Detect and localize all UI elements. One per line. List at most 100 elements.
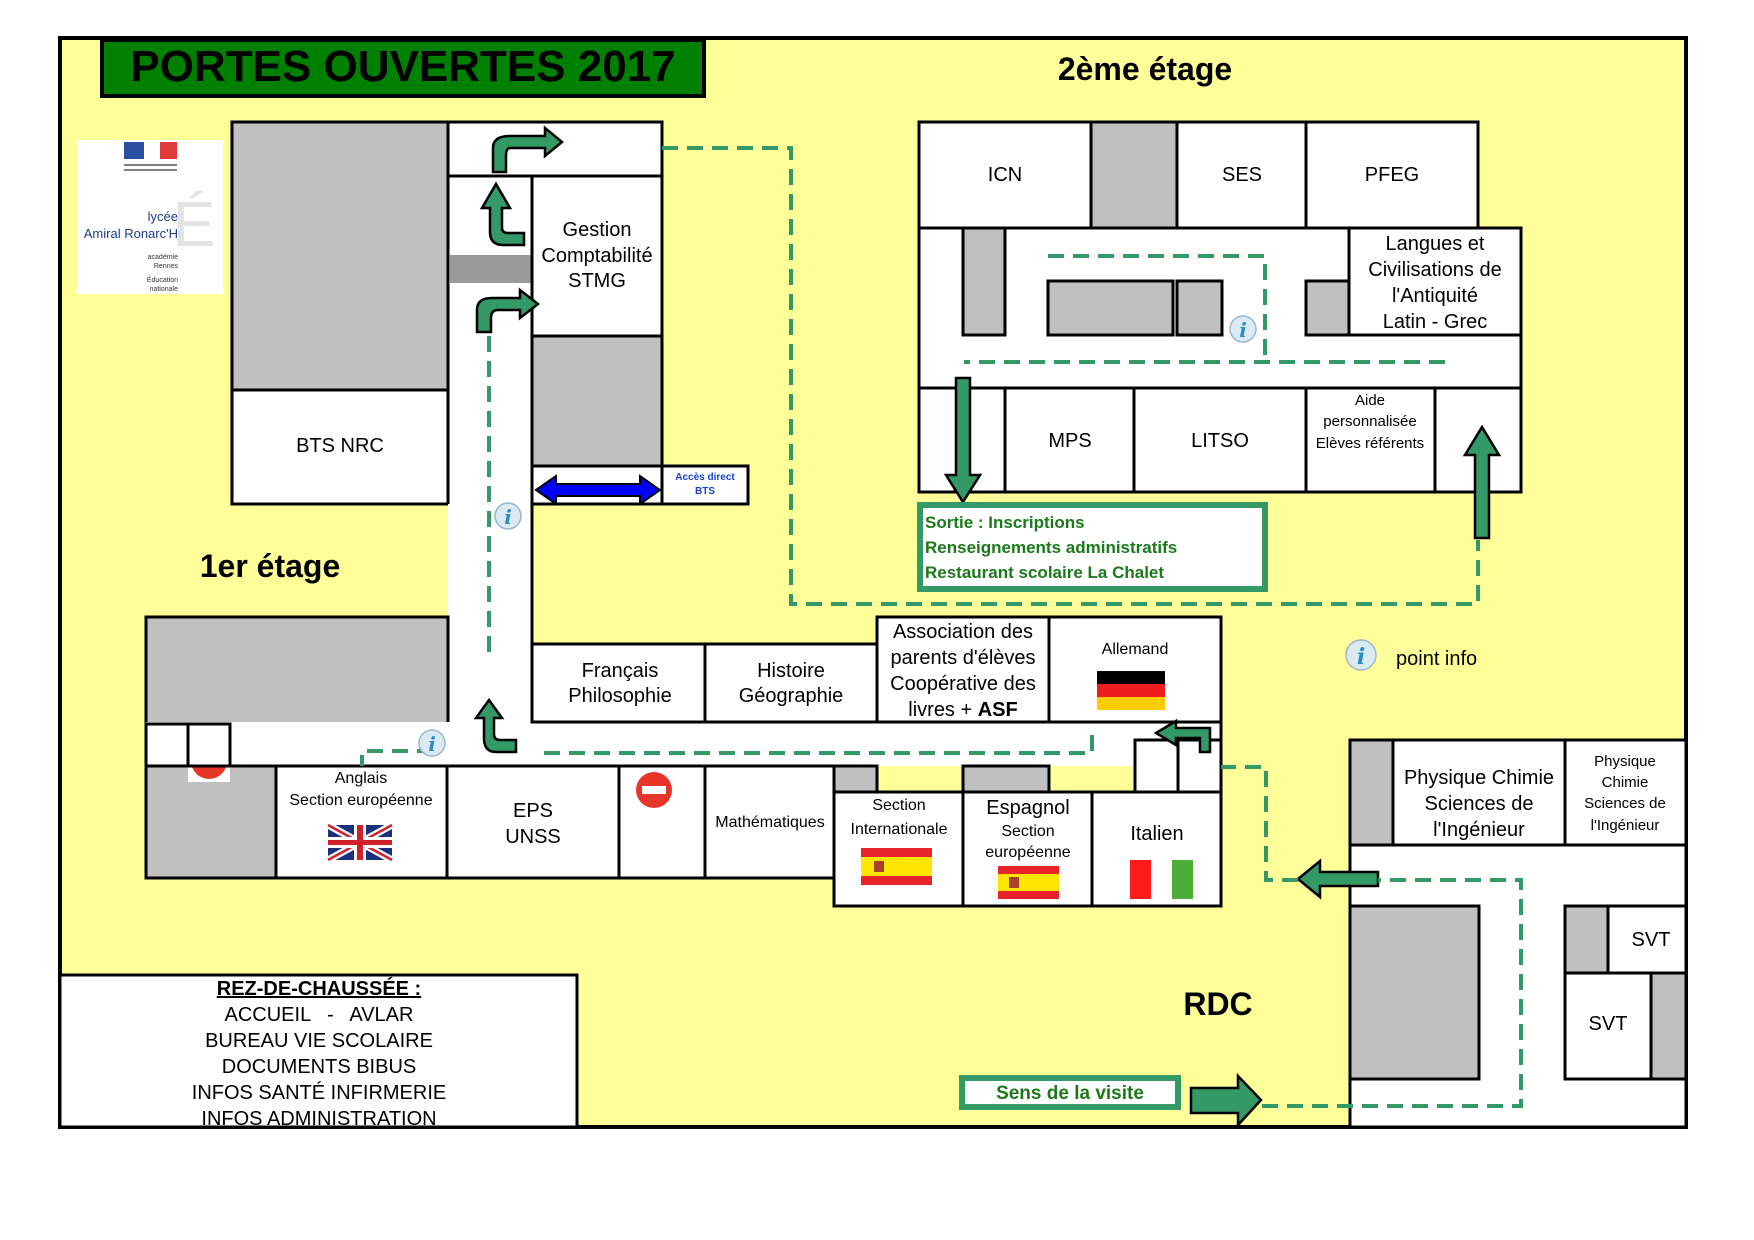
room-label: Sciences de bbox=[1584, 795, 1666, 812]
room-pfeg bbox=[1304, 120, 1480, 230]
floor-label-second: 2ème étage bbox=[1058, 51, 1232, 87]
logo-education: Éducation bbox=[147, 275, 178, 284]
ground-box-item: BUREAU VIE SCOLAIRE bbox=[205, 1030, 433, 1052]
exit-line: Restaurant scolaire La Chalet bbox=[925, 563, 1164, 582]
ground-floor: Physique Chimie Sciences de l'Ingénieur … bbox=[58, 738, 1688, 1130]
room-litso bbox=[1132, 386, 1308, 494]
turn-arrow-icon bbox=[479, 181, 526, 247]
room-label: personnalisée bbox=[1323, 413, 1416, 430]
spain-flag-icon bbox=[861, 848, 932, 885]
turn-arrow-icon bbox=[475, 287, 541, 334]
room-label: Section européenne bbox=[289, 792, 432, 809]
room-label: Gestion bbox=[563, 219, 632, 241]
info-point-icon[interactable]: i bbox=[494, 502, 522, 530]
visit-path bbox=[360, 146, 1523, 1108]
room-label: Langues et bbox=[1386, 233, 1485, 255]
room-label: Physique bbox=[1594, 753, 1656, 770]
exit-line: Sortie : Inscriptions bbox=[925, 513, 1085, 532]
logo-nationale: nationale bbox=[150, 286, 179, 293]
ground-box-item: INFOS SANTÉ INFIRMERIE bbox=[192, 1081, 446, 1104]
info-glyph: i bbox=[1239, 318, 1247, 342]
visit-direction-label: Sens de la visite bbox=[996, 1083, 1144, 1104]
room-label: européenne bbox=[985, 844, 1071, 861]
room-label: Internationale bbox=[851, 821, 948, 838]
room-label: Aide bbox=[1355, 392, 1385, 409]
room-label: Section bbox=[1001, 823, 1054, 840]
room-label: Latin - Grec bbox=[1383, 311, 1487, 333]
logo-school-name: Amiral Ronarc'H bbox=[84, 226, 178, 241]
turn-arrow-icon bbox=[491, 125, 564, 174]
room-label: Physique Chimie bbox=[1404, 767, 1554, 789]
info-point-icon[interactable]: i bbox=[1229, 315, 1257, 343]
room-label: SES bbox=[1222, 164, 1262, 186]
gray-block bbox=[530, 334, 664, 468]
room-label: Histoire bbox=[757, 660, 825, 682]
gray-block bbox=[1348, 904, 1481, 1081]
room-label: Comptabilité bbox=[541, 245, 652, 267]
title-banner: PORTES OUVERTES 2017 bbox=[100, 38, 706, 98]
legend-info-label: point info bbox=[1396, 648, 1477, 670]
room-mps bbox=[1003, 386, 1136, 494]
room-label: Elèves référents bbox=[1316, 435, 1424, 452]
room-label: l'Antiquité bbox=[1392, 285, 1478, 307]
gray-block bbox=[1563, 904, 1610, 975]
ground-box-item: DOCUMENTS BIBUS bbox=[222, 1056, 416, 1078]
legend-info: i point info bbox=[1345, 639, 1477, 671]
info-point-icon[interactable]: i bbox=[418, 729, 446, 757]
room-label: Géographie bbox=[739, 685, 844, 707]
room-label: l'Ingénieur bbox=[1591, 817, 1660, 834]
room-acces-bts bbox=[660, 464, 750, 506]
visit-direction-box bbox=[959, 1075, 1181, 1110]
gray-block bbox=[1348, 738, 1395, 847]
room-aide bbox=[1304, 386, 1437, 494]
room-svt-1 bbox=[1606, 904, 1688, 975]
left-arrow-icon bbox=[1296, 858, 1380, 900]
exit-line: Renseignements administratifs bbox=[925, 538, 1177, 557]
room-label: SVT bbox=[1632, 929, 1671, 951]
room-label: livres + bbox=[908, 699, 977, 721]
room-langues bbox=[1347, 226, 1523, 337]
double-arrow-icon bbox=[534, 474, 662, 506]
room-label: Anglais bbox=[335, 770, 387, 787]
room-label: Français bbox=[582, 660, 659, 682]
gray-block bbox=[1089, 120, 1179, 230]
room-label: Association des bbox=[893, 621, 1033, 643]
uk-flag-icon bbox=[326, 821, 394, 864]
room-label: MPS bbox=[1048, 430, 1091, 452]
info-glyph: i bbox=[428, 732, 436, 756]
info-glyph: i bbox=[504, 505, 512, 529]
room-histoire bbox=[703, 642, 879, 724]
gray-block bbox=[144, 764, 278, 880]
room-eps bbox=[445, 764, 621, 880]
room-label: ICN bbox=[988, 164, 1022, 186]
turn-arrow-icon bbox=[1153, 718, 1212, 754]
room-label: SVT bbox=[1589, 1013, 1628, 1035]
info-glyph: i bbox=[1357, 644, 1365, 670]
room-physique-1 bbox=[1391, 738, 1567, 847]
exit-info-box bbox=[917, 502, 1268, 592]
room-label: Section bbox=[872, 797, 925, 814]
room-label: parents d'élèves bbox=[890, 647, 1035, 669]
room-label: livres + ASF bbox=[908, 699, 1017, 721]
floor-label-ground: RDC bbox=[1183, 986, 1252, 1022]
room-francais bbox=[530, 642, 707, 724]
room-label: Civilisations de bbox=[1368, 259, 1501, 281]
room-physique-2 bbox=[1563, 738, 1688, 847]
room-icn bbox=[917, 120, 1093, 230]
no-entry-icon bbox=[636, 772, 672, 808]
gray-block bbox=[144, 615, 450, 726]
room-label: EPS bbox=[513, 800, 553, 822]
logo-rennes: Rennes bbox=[154, 263, 179, 270]
room-label: Mathématiques bbox=[715, 814, 824, 831]
down-arrow-icon bbox=[943, 376, 983, 505]
hatched-passage bbox=[450, 255, 532, 283]
ground-floor-box bbox=[58, 973, 579, 1129]
ground-box-title: REZ-DE-CHAUSSÉE : bbox=[217, 977, 421, 1000]
e-watermark-icon: É bbox=[173, 188, 216, 260]
logo-academie: académie bbox=[148, 254, 178, 261]
page-title: PORTES OUVERTES 2017 bbox=[130, 42, 675, 91]
gray-block bbox=[1649, 971, 1688, 1081]
gray-block bbox=[1304, 279, 1351, 337]
room-label: Chimie bbox=[1602, 774, 1649, 791]
